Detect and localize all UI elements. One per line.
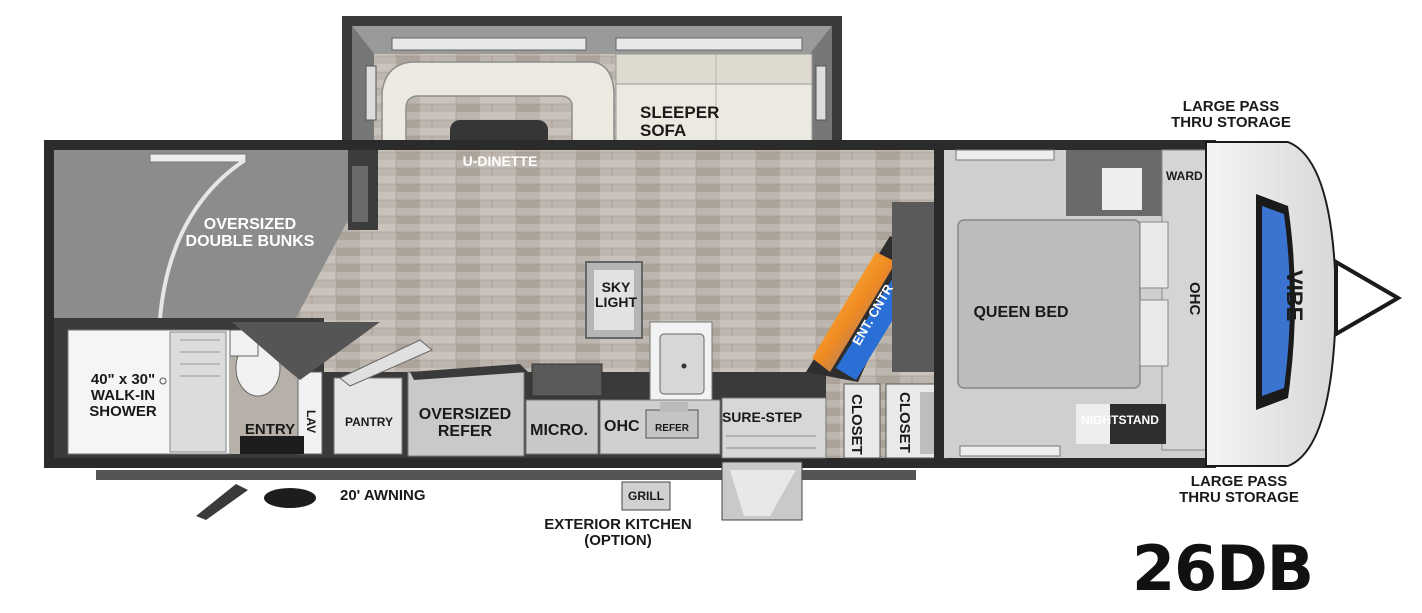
main-body [44,140,1216,468]
slide-out [342,16,842,212]
grill [621,481,671,511]
front-cap [1205,141,1402,467]
label-shower-word: SHOWER [89,403,157,421]
label-ward: WARD [1166,169,1203,183]
label-nightstand: NIGHTSTAND [1081,413,1159,427]
label-shower-size: 40" x 30" [90,371,156,388]
label-shower: 40" x 30" WALK-IN SHOWER [78,371,168,421]
label-storage-top-line2: THRU STORAGE [1171,114,1291,132]
brand-badge: VIBE [1281,270,1307,322]
label-ohc-kitchen: OHC [604,418,640,435]
label-skylight: SKY LIGHT [588,279,644,311]
label-storage-top: LARGE PASS THRU STORAGE [1156,98,1306,132]
label-micro: MICRO. [530,422,588,439]
label-lav: LAV [303,410,318,434]
label-exterior-kitchen-line1: EXTERIOR KITCHEN [544,516,692,533]
label-closet-2: CLOSET [896,392,914,453]
model-number: 26DB [1132,532,1314,605]
microwave [525,399,599,455]
label-exterior-kitchen-line2: (OPTION) [584,532,652,550]
label-storage-bottom: LARGE PASS THRU STORAGE [1164,473,1314,507]
label-bunks: OVERSIZED DOUBLE BUNKS [178,216,322,251]
bunk-room [54,150,348,318]
label-u-dinette: U-DINETTE [462,153,538,169]
label-storage-bottom-line1: LARGE PASS [1190,473,1288,490]
label-pantry: PANTRY [345,415,393,429]
label-sleeper-sofa: SLEEPER SOFA [640,103,720,141]
label-sleeper: SLEEPER [640,103,720,122]
label-storage-bottom-line2: THRU STORAGE [1179,489,1299,507]
label-refer-small: REFER [655,423,689,434]
label-shower-walkin: WALK-IN [90,387,156,405]
label-sofa: SOFA [640,121,687,141]
label-queen-bed: QUEEN BED [973,304,1069,321]
awning [96,470,916,480]
closet-1 [843,383,881,459]
label-awning: 20' AWNING [340,487,426,504]
label-sky: SKY [601,279,631,295]
label-closet-1: CLOSET [848,394,866,455]
label-ohc-bedroom: OHC [1186,282,1204,316]
label-storage-top-line1: LARGE PASS [1182,98,1280,115]
label-light: LIGHT [595,294,637,311]
label-bunks-line1: OVERSIZED [203,216,297,233]
oversized-refer [407,371,525,457]
label-grill: GRILL [628,489,664,503]
label-entry: ENTRY [244,421,296,438]
label-oversized-refer: OVERSIZED REFER [410,406,520,441]
label-bunks-line2: DOUBLE BUNKS [185,233,315,251]
label-exterior-kitchen: EXTERIOR KITCHEN (OPTION) [520,516,716,550]
pantry [333,377,403,455]
label-sure-step: SURE-STEP [721,409,803,425]
label-refer-line1: OVERSIZED [418,406,512,423]
label-refer-line2: REFER [437,423,493,441]
